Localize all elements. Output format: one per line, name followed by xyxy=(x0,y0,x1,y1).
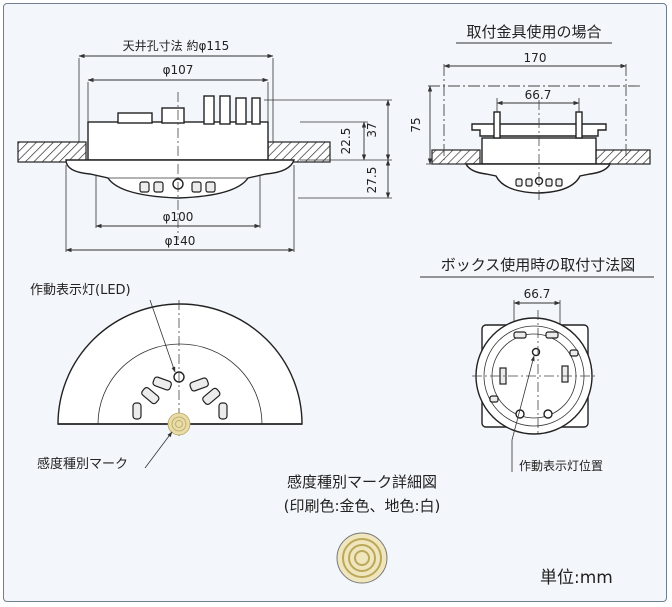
ceiling-left xyxy=(17,141,87,163)
mark-detail: 感度種別マーク詳細図 (印刷色:金色、地色:白) xyxy=(284,473,441,584)
bracket-view: 取付金具使用の場合 170 66.7 75 xyxy=(409,23,651,200)
box-title: ボックス使用時の取付寸法図 xyxy=(441,256,636,274)
side-view: 天井孔寸法 約φ115 φ107 φ100 φ140 22.5 37 27.5 xyxy=(17,38,392,253)
sensitivity-mark-small xyxy=(167,412,191,436)
sensitivity-mark-detail xyxy=(336,532,388,584)
bottom-view: 作動表示灯(LED) 感度種別マーク xyxy=(30,283,303,472)
bracket-ceiling-left xyxy=(431,149,481,165)
bracket-ceiling-right xyxy=(595,149,651,165)
dim-170: 170 xyxy=(524,51,547,65)
bottom-inner-ring xyxy=(97,343,263,425)
unit-label: 単位:mm xyxy=(540,568,613,588)
bracket-title: 取付金具使用の場合 xyxy=(466,23,601,41)
terminal-4 xyxy=(251,97,261,125)
detail-subtitle: (印刷色:金色、地色:白) xyxy=(284,497,441,515)
dim-37: 37 xyxy=(365,122,379,137)
dim-107: φ107 xyxy=(163,63,194,77)
bracket-vent-slots xyxy=(515,178,563,187)
dim-27-5: 27.5 xyxy=(365,167,379,194)
dim-22-5: 22.5 xyxy=(339,128,353,155)
box-view: ボックス使用時の取付寸法図 66.7 作動表示灯位置 xyxy=(420,256,654,473)
detail-title: 感度種別マーク詳細図 xyxy=(287,473,437,491)
box-screw-1 xyxy=(515,409,525,419)
vent-slots xyxy=(139,181,216,193)
led-label: 作動表示灯(LED) xyxy=(30,283,131,298)
base-block xyxy=(161,107,185,124)
bracket-post-right xyxy=(575,111,583,139)
mount-slot-right xyxy=(561,365,569,383)
bracket-plate xyxy=(471,123,607,137)
terminal-1 xyxy=(203,95,215,125)
dim-ceiling-hole: 天井孔寸法 約φ115 xyxy=(123,38,230,53)
bracket-post-left xyxy=(493,111,501,139)
terminal-3 xyxy=(235,97,247,125)
box-screw-2 xyxy=(543,409,553,419)
bottom-outer xyxy=(57,303,303,425)
dim-140: φ140 xyxy=(165,234,196,248)
dim-75: 75 xyxy=(409,117,423,132)
ceiling-right xyxy=(267,141,331,163)
dim-100: φ100 xyxy=(163,210,194,224)
mark-label: 感度種別マーク xyxy=(37,456,128,472)
box-led xyxy=(531,347,541,357)
base-tab xyxy=(117,112,153,124)
led-position-label: 作動表示灯位置 xyxy=(519,458,603,473)
dim-66-7-top: 66.7 xyxy=(525,88,552,102)
terminal-2 xyxy=(219,95,231,125)
bottom-vent-slots xyxy=(132,376,228,420)
dim-66-7-box: 66.7 xyxy=(524,287,551,301)
